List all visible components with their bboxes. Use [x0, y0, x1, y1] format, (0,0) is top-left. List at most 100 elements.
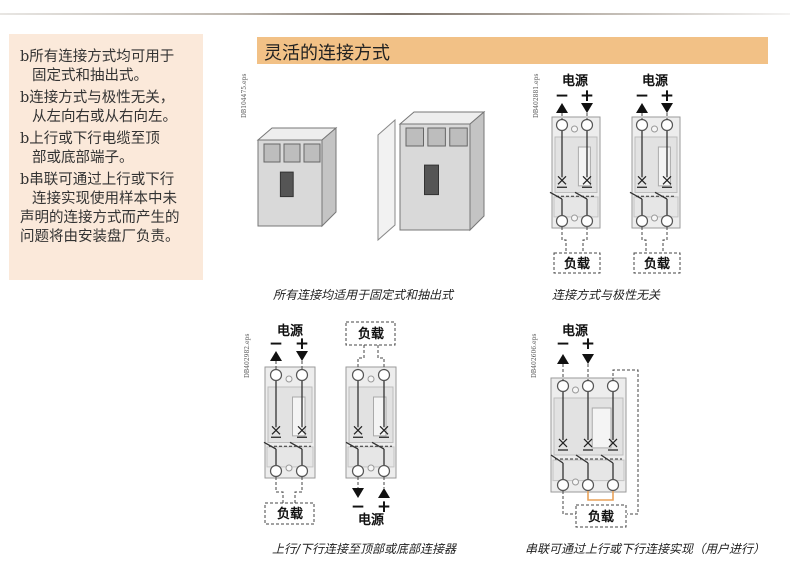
note-text: 所有连接方式均可用于 [29, 49, 175, 65]
note-text: 固定式和抽出式。 [32, 68, 148, 84]
terminal [351, 464, 365, 478]
section-header: 灵活的连接方式 [257, 37, 768, 64]
switch-blade [371, 441, 385, 450]
switch-blade [574, 191, 588, 200]
notes-panel: b所有连接方式均可用于固定式和抽出式。 b连接方式与极性无关，从左向右或从右向左… [9, 34, 203, 280]
plus-label: + [581, 334, 595, 354]
switch-blade [654, 191, 668, 200]
switch-blade [549, 191, 563, 200]
load-box [633, 252, 681, 274]
section-title: 灵活的连接方式 [264, 43, 390, 64]
switch-blade [600, 454, 614, 464]
source-label: 电源 [277, 323, 303, 339]
dashed-wire [294, 477, 303, 503]
figure-caption: 连接方式与极性无关 [552, 288, 661, 302]
note-text: 部或底部端子。 [32, 150, 134, 166]
breaker-handle [657, 146, 671, 187]
screw-hole [367, 464, 375, 472]
terminal [377, 464, 391, 478]
contact-icon [582, 175, 592, 188]
note-item: b串联可通过上行或下行连接实现使用样本中未 [20, 171, 203, 209]
load-box [345, 321, 396, 346]
note-text: 上行或下行电缆至顶 [29, 131, 160, 147]
source-label: 电源 [562, 73, 588, 89]
terminal [660, 118, 674, 132]
note-text: 从左向右或从右向左。 [32, 109, 177, 125]
load-label: 负载 [588, 509, 614, 525]
dashed-wire [561, 227, 567, 253]
breaker-handle [591, 407, 612, 449]
terminal [555, 118, 569, 132]
plus-label: + [295, 334, 309, 354]
dashed-wire [641, 227, 647, 253]
note-text: 串联可通过上行或下行 [29, 172, 175, 188]
toggle-handle [279, 171, 294, 198]
breaker-handle [292, 396, 306, 437]
dashed-wire [377, 345, 385, 370]
contact-icon [583, 438, 593, 451]
note-tail: 声明的连接方式而产生的 [20, 210, 180, 226]
terminal-cover [283, 143, 301, 163]
contact-icon [297, 425, 307, 438]
screw-hole [571, 214, 578, 222]
figure-caption: 所有连接均适用于固定式和抽出式 [273, 288, 455, 302]
arrow-down-icon [582, 354, 594, 364]
screw-hole [651, 214, 658, 222]
terminal [635, 118, 649, 132]
arrow-up-icon [636, 103, 648, 113]
contact-icon [637, 175, 647, 188]
breaker-photo-plugin-side [469, 110, 485, 232]
arrow-up-icon [557, 354, 569, 364]
note-item: b上行或下行电缆至顶部或底部端子。 [20, 130, 203, 168]
minus-label: − [351, 497, 365, 517]
contact-icon [558, 438, 568, 451]
dashed-wire [562, 491, 576, 515]
contact-icon [662, 175, 672, 188]
drawing-layer [256, 103, 681, 528]
breaker-lower [633, 196, 679, 218]
minus-label: − [269, 334, 283, 354]
screw-hole [571, 125, 578, 133]
terminal-cover [263, 143, 281, 163]
arrow-down-icon [581, 103, 593, 113]
figure-ref: DB402606.eps [531, 333, 538, 378]
top-divider [0, 13, 790, 15]
bullet: b [20, 172, 30, 188]
terminal [581, 478, 595, 492]
switch-blade [629, 191, 643, 200]
note-item: b连接方式与极性无关， 从左向右或从右向左。 [20, 89, 203, 127]
contact-icon [557, 175, 567, 188]
source-label: 电源 [358, 512, 384, 528]
bullet: b [20, 90, 30, 106]
screw-hole [367, 375, 375, 383]
dashed-wire [662, 227, 668, 253]
arrow-down-icon [296, 351, 308, 361]
bullet: b [20, 131, 30, 147]
contact-icon [271, 425, 281, 438]
contact-icon [379, 425, 389, 438]
terminal [581, 379, 595, 393]
switch-blade [575, 454, 589, 464]
load-label: 负载 [564, 256, 590, 272]
switch-blade [550, 454, 564, 464]
bullet: b [20, 49, 30, 65]
note-text: 连接方式与极性无关， [29, 90, 175, 106]
load-label: 负载 [644, 256, 670, 272]
note-item: b所有连接方式均可用于固定式和抽出式。 [20, 48, 203, 86]
terminal [606, 478, 620, 492]
breaker-lower [266, 446, 314, 468]
figure-ref: DB402982.eps [244, 333, 251, 378]
dashed-wire [357, 345, 365, 370]
note-tail: 问题将由安装盘厂负责。 [20, 229, 180, 245]
screw-hole [572, 478, 579, 486]
breaker-handle [373, 396, 387, 437]
terminal-cover [303, 143, 321, 163]
load-box [553, 252, 601, 274]
terminal [635, 214, 649, 228]
terminal [269, 368, 283, 382]
contact-icon [353, 425, 363, 438]
source-label: 电源 [562, 323, 588, 339]
load-label: 负载 [358, 326, 384, 342]
minus-label: − [555, 86, 569, 106]
